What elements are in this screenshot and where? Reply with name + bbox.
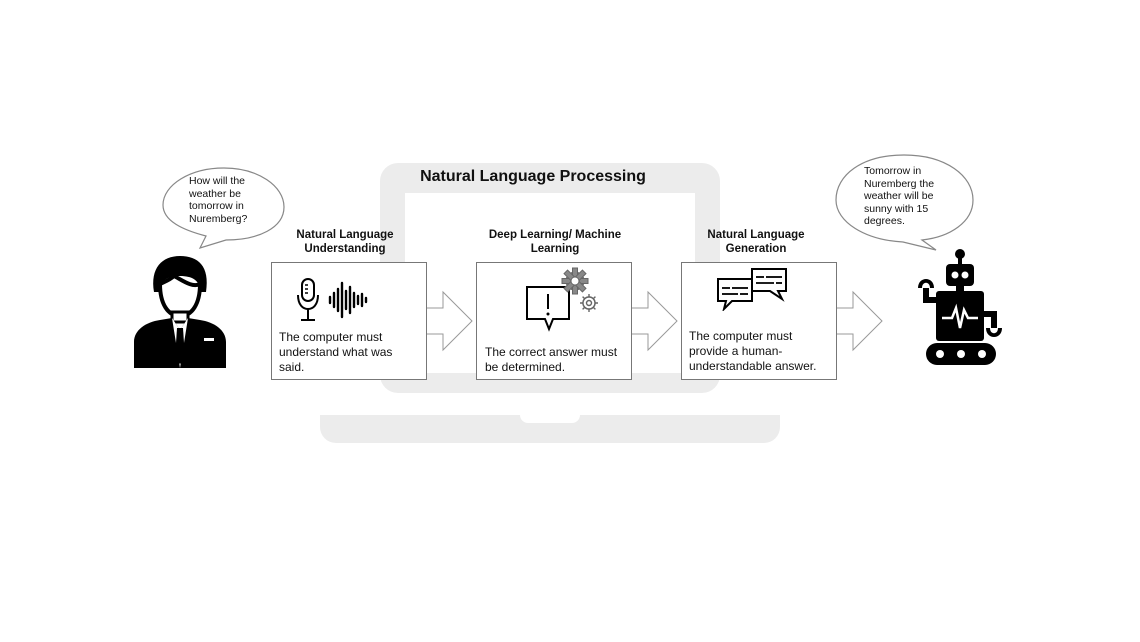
step-3-text: The computer must provide a human-unders… <box>689 329 817 373</box>
arrow-3 <box>835 290 883 352</box>
robot-speech-bubble <box>835 154 974 251</box>
microphone-soundwave-icon <box>297 278 368 321</box>
step-3-header: Natural Language Generation <box>707 229 805 255</box>
chat-bubbles-icon <box>717 268 787 311</box>
arrow-2 <box>630 290 678 352</box>
user-speech-bubble <box>162 167 285 249</box>
step-2-text: The correct answer must be determined. <box>485 345 618 374</box>
businessman-icon <box>134 256 226 368</box>
diagram-title: Natural Language Processing <box>420 168 646 185</box>
step-3-box: The computer must provide a human-unders… <box>681 262 837 380</box>
user-bubble-text: How will the weather be tomorrow in Nure… <box>189 175 248 225</box>
laptop-notch <box>520 415 580 423</box>
alert-gears-icon <box>526 267 598 332</box>
step-2-box: The correct answer must be determined. <box>476 262 632 380</box>
arrow-1 <box>425 290 473 352</box>
step-1-text: The computer must understand what was sa… <box>279 330 393 374</box>
step-1-box: The computer must understand what was sa… <box>271 262 427 380</box>
step-1-header: Natural Language Understanding <box>296 229 394 255</box>
robot-bubble-text: Tomorrow in Nuremberg the weather will b… <box>864 165 935 227</box>
step-2-header: Deep Learning/ Machine Learning <box>488 229 622 255</box>
robot-icon <box>918 249 1002 365</box>
